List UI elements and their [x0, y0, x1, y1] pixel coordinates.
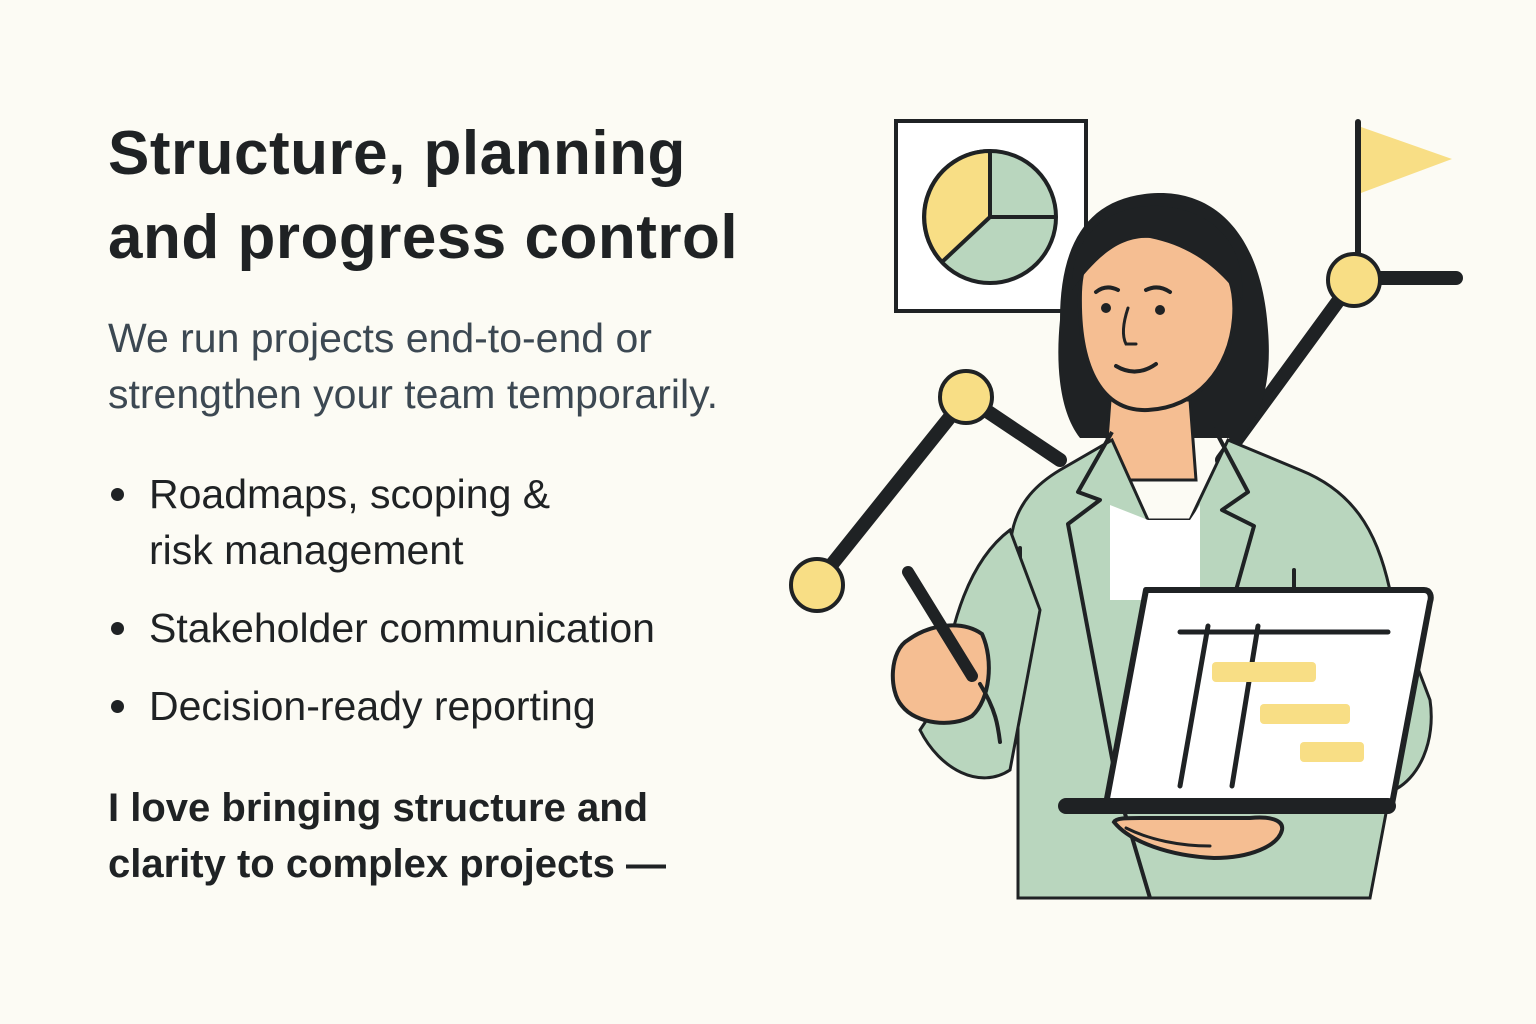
progress-node-icon: [938, 369, 994, 425]
tagline-line-1: I love bringing structure and: [108, 786, 649, 830]
bullet-dot-icon: [111, 488, 124, 501]
bullet-dot-icon: [111, 700, 124, 713]
pen-icon: [902, 566, 1002, 744]
subtitle-line-2: strengthen your team temporarily.: [108, 371, 718, 417]
services-list: Roadmaps, scoping & risk management Stak…: [108, 466, 848, 756]
list-item: Decision-ready reporting: [108, 678, 848, 734]
title-line-1: Structure, planning: [108, 119, 686, 188]
list-item-line: risk management: [149, 527, 464, 573]
flag-icon: [1355, 119, 1452, 265]
closing-tagline: I love bringing structure and clarity to…: [108, 780, 868, 892]
list-item-line: Roadmaps, scoping &: [149, 471, 551, 517]
subtitle-line-1: We run projects end-to-end or: [108, 315, 652, 361]
page-subtitle: We run projects end-to-end or strengthen…: [108, 310, 868, 422]
list-item: Roadmaps, scoping & risk management: [108, 466, 848, 578]
gantt-bar: [1212, 662, 1316, 682]
list-item: Stakeholder communication: [108, 600, 848, 656]
title-line-2: and progress control: [108, 203, 739, 272]
gantt-bar: [1260, 704, 1350, 724]
project-manager-illustration: [789, 119, 1463, 900]
progress-node-icon: [1326, 252, 1382, 308]
right-hand: [1111, 815, 1285, 861]
laptop-gantt-icon: [1058, 587, 1434, 861]
left-hand: [890, 623, 991, 725]
tagline-line-2: clarity to complex projects —: [108, 842, 666, 886]
progress-node-icon: [789, 557, 845, 613]
gantt-bar: [1300, 742, 1364, 762]
pie-chart-frame-icon: [894, 119, 1088, 313]
progress-line-chart-icon: [789, 252, 1463, 613]
list-item-line: Stakeholder communication: [149, 605, 655, 651]
page-title: Structure, planning and progress control: [108, 112, 868, 280]
bullet-dot-icon: [111, 622, 124, 635]
list-item-line: Decision-ready reporting: [149, 683, 596, 729]
